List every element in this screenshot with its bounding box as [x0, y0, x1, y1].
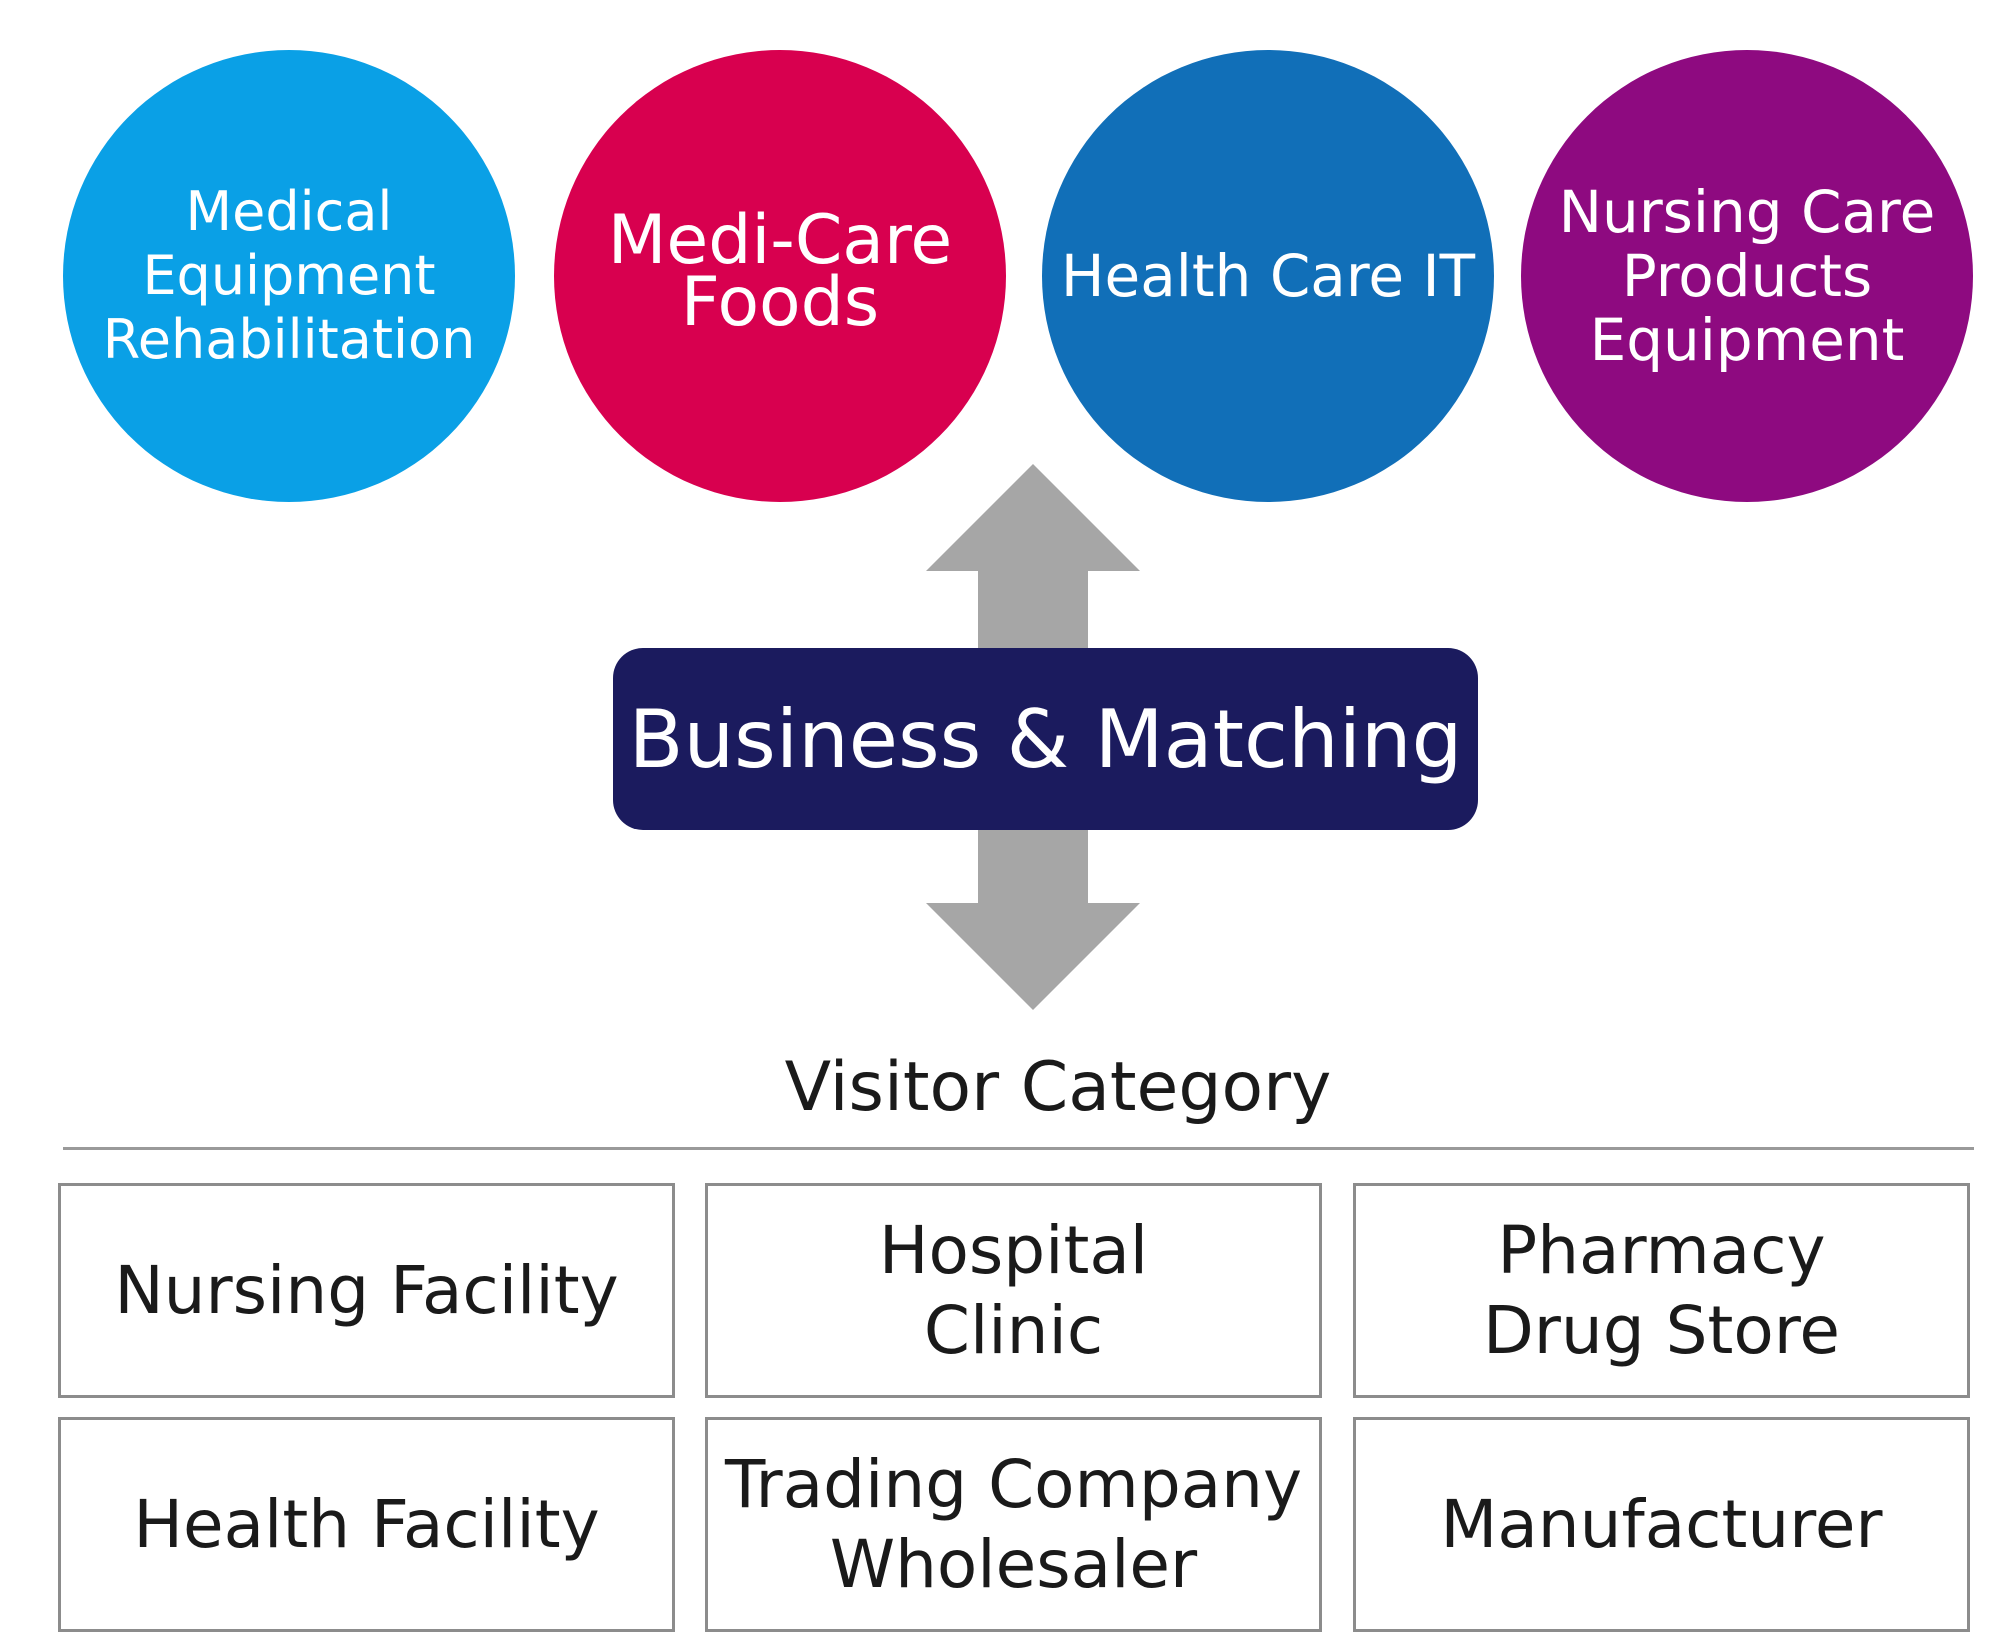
category-label-line: Equipment	[1589, 306, 1905, 374]
business-matching-box: Business & Matching	[613, 648, 1478, 830]
visitor-cell-line: Pharmacy	[1497, 1211, 1826, 1289]
category-label-line: Rehabilitation	[102, 308, 476, 371]
category-label-line: Nursing Care	[1558, 178, 1936, 246]
visitor-cell-manufacturer: Manufacturer	[1353, 1417, 1970, 1632]
visitor-cell-nursing-facility: Nursing Facility	[58, 1183, 675, 1398]
visitor-cell-line: Hospital	[878, 1211, 1149, 1289]
category-label-line: Products	[1621, 242, 1873, 310]
category-label-line: Medi-Care	[607, 201, 953, 280]
category-circle-medi-care-foods: Medi-Care Foods	[554, 50, 1006, 502]
category-label-line: Foods	[680, 263, 880, 342]
visitor-cell-trading-company: Trading Company Wholesaler	[705, 1417, 1322, 1632]
category-label-line: Equipment	[142, 244, 436, 307]
business-matching-label: Business & Matching	[628, 692, 1463, 786]
visitor-cell-line: Trading Company	[724, 1445, 1303, 1523]
category-label-line: Health Care IT	[1060, 242, 1476, 310]
visitor-cell-line: Nursing Facility	[114, 1251, 619, 1329]
divider	[63, 1147, 1974, 1150]
visitor-cell-line: Clinic	[923, 1291, 1104, 1369]
category-circle-health-care-it: Health Care IT	[1042, 50, 1494, 502]
visitor-cell-health-facility: Health Facility	[58, 1417, 675, 1632]
category-circle-medical-equipment: Medical Equipment Rehabilitation	[63, 50, 515, 502]
visitor-category-title: Visitor Category	[784, 1048, 1332, 1127]
category-label-line: Medical	[185, 180, 393, 243]
visitor-cell-hospital-clinic: Hospital Clinic	[705, 1183, 1322, 1398]
visitor-cell-pharmacy-drug-store: Pharmacy Drug Store	[1353, 1183, 1970, 1398]
category-circle-nursing-care-products: Nursing Care Products Equipment	[1521, 50, 1973, 502]
visitor-cell-line: Manufacturer	[1440, 1485, 1883, 1563]
visitor-cell-line: Wholesaler	[829, 1525, 1198, 1603]
visitor-cell-line: Health Facility	[133, 1485, 600, 1563]
visitor-cell-line: Drug Store	[1482, 1291, 1841, 1369]
